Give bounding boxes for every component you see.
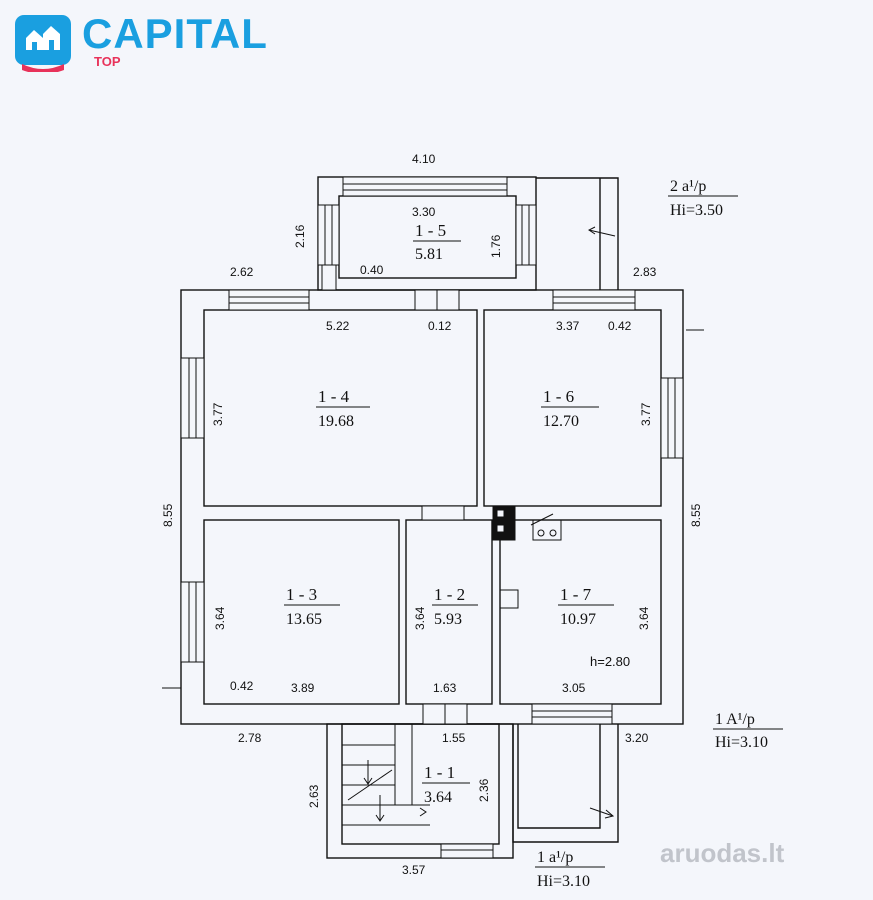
veranda-bottom-outline [512, 724, 619, 843]
room-id: 1 - 7 [560, 585, 592, 604]
dim-label: 1.55 [442, 731, 466, 745]
dim-label: 1.76 [489, 234, 503, 258]
room-id: 1 - 4 [318, 387, 350, 406]
room-id: 1 - 5 [415, 221, 446, 240]
level-height: Hi=3.50 [670, 202, 723, 219]
logo-subtitle: TOP [94, 54, 121, 69]
fixtures [162, 226, 704, 819]
room-area: 5.93 [434, 611, 462, 628]
stove [532, 519, 562, 541]
room-id: 1 - 3 [286, 585, 317, 604]
room-area: 10.97 [560, 611, 596, 628]
level-height: Hi=3.10 [537, 873, 590, 890]
room-outline-1-1 [341, 723, 500, 845]
dimension-labels: 4.10 3.30 2.16 1.76 0.40 2.62 2.83 5.22 … [161, 152, 703, 877]
dim-label: 0.12 [428, 319, 452, 333]
room-outline-1-4 [203, 309, 478, 507]
dim-label: 3.05 [562, 681, 586, 695]
windows [180, 176, 684, 859]
room-area: 19.68 [318, 413, 354, 430]
wall-niche [499, 589, 519, 609]
dim-label: 3.64 [413, 606, 427, 630]
dim-label: 3.37 [556, 319, 580, 333]
aruodas-watermark: aruodas.lt [660, 838, 785, 868]
dim-label: 3.64 [637, 606, 651, 630]
room-area: 12.70 [543, 413, 579, 430]
room-id: 1 - 6 [543, 387, 574, 406]
dim-label: 4.10 [412, 152, 436, 166]
dim-label: 3.77 [211, 402, 225, 426]
level-label: 1 a¹/p [537, 849, 573, 866]
dim-label: 0.42 [230, 679, 254, 693]
dim-label: 3.64 [213, 606, 227, 630]
dim-label: 8.55 [689, 503, 703, 527]
ceiling-height: h=2.80 [590, 654, 630, 669]
veranda-top-outline [536, 177, 619, 290]
level-label: 2 a¹/p [670, 178, 706, 195]
dim-label: 2.36 [477, 778, 491, 802]
level-height: Hi=3.10 [715, 734, 768, 751]
dim-label: 1.63 [433, 681, 457, 695]
stairs [342, 724, 430, 826]
dim-label: 0.42 [608, 319, 632, 333]
dim-label: 2.16 [293, 224, 307, 248]
dim-label: 3.89 [291, 681, 315, 695]
house-logo-icon [15, 15, 71, 72]
level-label: 1 A¹/p [715, 711, 755, 728]
room-id: 1 - 1 [424, 763, 455, 782]
dim-label: 5.22 [326, 319, 350, 333]
dim-label: 2.63 [307, 784, 321, 808]
room-id: 1 - 2 [434, 585, 465, 604]
dim-label: 2.62 [230, 265, 254, 279]
dim-label: 3.57 [402, 863, 426, 877]
dim-label: 0.40 [360, 263, 384, 277]
room-labels: 1 - 5 5.81 1 - 4 19.68 1 - 6 12.70 1 - 3… [284, 221, 630, 806]
dim-label: 3.30 [412, 205, 436, 219]
dim-label: 3.77 [639, 402, 653, 426]
capital-top-logo: CAPITAL TOP [14, 10, 274, 76]
logo-wordmark: CAPITAL [82, 10, 268, 57]
dim-label: 8.55 [161, 503, 175, 527]
doors [321, 264, 468, 725]
dim-label: 2.78 [238, 731, 262, 745]
room-area: 5.81 [415, 246, 443, 263]
dim-label: 2.83 [633, 265, 657, 279]
room-outline-1-6 [483, 309, 662, 507]
room-area: 13.65 [286, 611, 322, 628]
room-area: 3.64 [424, 789, 452, 806]
dim-label: 3.20 [625, 731, 649, 745]
level-labels: 2 a¹/p Hi=3.50 1 A¹/p Hi=3.10 1 a¹/p Hi=… [535, 178, 783, 890]
